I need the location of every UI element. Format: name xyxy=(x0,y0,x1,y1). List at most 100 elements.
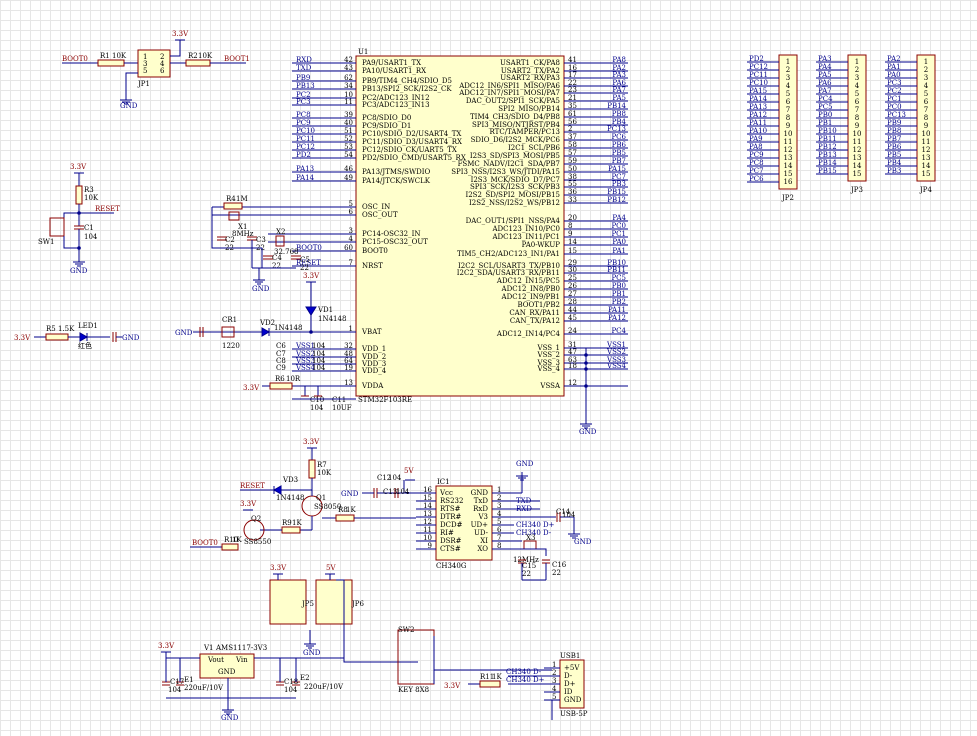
value: 104 xyxy=(284,686,298,694)
part: USB-5P xyxy=(560,710,588,718)
switch-wire xyxy=(63,212,79,218)
pin-name: D- xyxy=(564,672,573,680)
net-label: PC0 xyxy=(611,222,626,230)
net-label: PB8 xyxy=(612,110,626,118)
pin-name: GND xyxy=(218,668,236,676)
ground-label: GND xyxy=(120,102,138,110)
mcu-pin-name: ADC12_IN15/PC5 xyxy=(496,277,560,285)
net-label: PC10 xyxy=(296,127,315,135)
net-label: PB2 xyxy=(612,298,626,306)
mcu-pin-number: 23 xyxy=(568,86,577,94)
mcu-pin-number: 33 xyxy=(568,196,577,204)
pin-number: 15 xyxy=(853,170,862,178)
pin-number: 10 xyxy=(784,130,793,138)
mcu-pin-number: 2 xyxy=(568,125,572,133)
net-label: VSS1 xyxy=(295,342,315,350)
resistor xyxy=(221,543,239,551)
pin-number: 12 xyxy=(853,146,862,154)
mcu-pin-number: 34 xyxy=(344,82,353,90)
value: SS8050 xyxy=(314,503,341,511)
mcu-pin-number: 14 xyxy=(568,238,577,246)
pin-number: 6 xyxy=(855,98,860,106)
pin-number: 13 xyxy=(423,510,432,518)
net-label: PB1 xyxy=(612,290,626,298)
mcu-pin-name: TIM4_CH3/SDIO_D4/PB8 xyxy=(470,113,560,121)
junction-dot xyxy=(584,367,588,371)
net-label: PA11 xyxy=(608,306,626,314)
ground-icon xyxy=(73,258,85,267)
pin-name: DTR# xyxy=(440,513,462,521)
ref: JP1 xyxy=(137,80,150,88)
pin-number: 16 xyxy=(784,178,793,186)
pin-name: UD+ xyxy=(471,521,489,529)
switch-name: KEY 8X8 xyxy=(398,686,429,694)
mcu-pin-number: 8 xyxy=(568,222,572,230)
net-label: PB10 xyxy=(607,259,626,267)
pin-name: +5V xyxy=(564,664,580,672)
net-label: VSS2 xyxy=(606,348,626,356)
mcu-pin-name: OSC_OUT xyxy=(362,211,398,219)
ref: CR1 xyxy=(222,316,237,324)
pin-number: 3 xyxy=(497,502,501,510)
net-label: PB6 xyxy=(612,141,627,149)
ref: C16 xyxy=(552,561,567,569)
pin-number: 6 xyxy=(160,67,165,75)
net-label: PB3 xyxy=(612,180,626,188)
mcu-pin-name: I2S2_NSS/I2S2_WS/PB12 xyxy=(469,199,560,207)
ground-icon xyxy=(120,96,132,105)
net-label: PC11 xyxy=(296,135,315,143)
pin-number: 10 xyxy=(922,130,931,138)
mcu-pin-name: ADC12_IN8/PB0 xyxy=(501,285,560,293)
ref: R10 xyxy=(224,536,238,544)
pin-number: 2 xyxy=(786,66,790,74)
ref: R3 xyxy=(84,186,94,194)
mcu-pin-number: 35 xyxy=(568,102,577,110)
value: 32.768 xyxy=(274,248,299,256)
pin-number: 7 xyxy=(924,106,928,114)
value: 104 xyxy=(312,364,326,372)
power-label: 3.3V xyxy=(444,682,461,690)
net-label: PC0 xyxy=(887,103,902,111)
value: 22 xyxy=(272,262,281,270)
ground-icon xyxy=(304,640,316,649)
net-label: PA5 xyxy=(612,94,626,102)
mcu-pin-name: PC2/ADC123_IN12 xyxy=(362,94,430,102)
pin-number: 12 xyxy=(922,146,931,154)
pin-number: 1 xyxy=(924,58,928,66)
regulator-v1 xyxy=(199,653,255,679)
value: 220uF/10V xyxy=(184,684,224,692)
pin-number: 13 xyxy=(784,154,793,162)
pin-name: CTS# xyxy=(440,545,461,553)
pin-number: 8 xyxy=(855,114,859,122)
ref: Q2 xyxy=(251,515,261,523)
net-label: VSS4 xyxy=(295,364,316,372)
power-label: 5V xyxy=(404,467,414,475)
ref: VD3 xyxy=(282,476,298,484)
pin-number: 15 xyxy=(423,494,432,502)
net-label: PD2 xyxy=(296,151,311,159)
pin-number: 2 xyxy=(855,66,859,74)
junction-dot xyxy=(77,246,81,250)
net-label: PB8 xyxy=(887,127,901,135)
pin-number: 4 xyxy=(497,510,502,518)
vss-bus xyxy=(572,347,587,420)
mcu-pin-number: 6 xyxy=(349,208,354,216)
net-label: PA6 xyxy=(612,79,626,87)
pin-number: 4 xyxy=(552,685,557,693)
net-label: PC2 xyxy=(296,91,311,99)
mcu-pin-number: 36 xyxy=(568,188,577,196)
value: 104 xyxy=(310,404,324,412)
net-label: PB12 xyxy=(607,196,626,204)
mcu-pin-number: 56 xyxy=(568,118,577,126)
ref: X2 xyxy=(276,228,285,236)
net-label: CH340 D- xyxy=(516,529,552,537)
ref: R6 xyxy=(275,375,285,383)
value: 104 xyxy=(396,488,410,496)
mcu-pin-number: 52 xyxy=(344,135,353,143)
pin-name: UD- xyxy=(474,529,489,537)
value: 104 xyxy=(312,342,326,350)
net-label: PA5 xyxy=(818,71,832,79)
resistor xyxy=(45,333,69,341)
mcu-pin-name: PA9/USART1_TX xyxy=(362,59,421,67)
pin-number: 11 xyxy=(784,138,793,146)
